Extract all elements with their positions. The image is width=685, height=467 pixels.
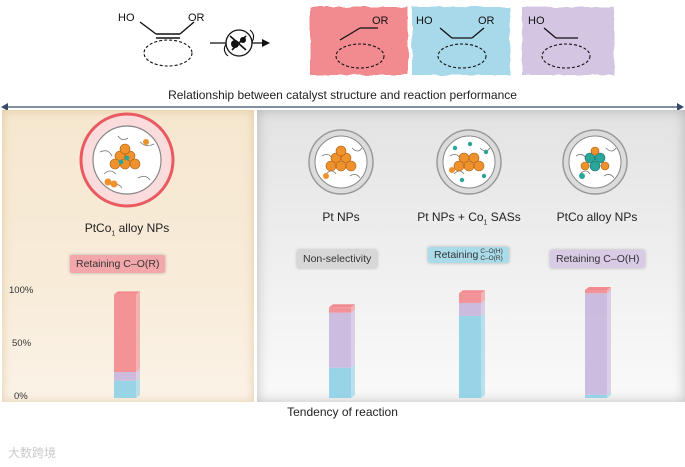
catalyst-label-ptco1: PtCo1 alloy NPs — [84, 221, 170, 238]
bar-segment-2-1 — [329, 367, 351, 398]
relation-title: Relationship between catalyst structure … — [168, 88, 517, 102]
product-2-ho: HO — [416, 15, 433, 27]
bar-segment-2-2 — [329, 312, 351, 368]
bar-side-2-3 — [351, 304, 355, 313]
product-1-or: OR — [372, 15, 389, 27]
bar-segment-1-1 — [114, 380, 136, 398]
tendency-title: Tendency of reaction — [287, 405, 398, 419]
bar-segment-3-2 — [459, 302, 481, 316]
catalyst-label-pt-co1-sas: Pt NPs + Co1 SASs — [417, 210, 521, 227]
bar-side-1-3 — [136, 291, 140, 373]
catalyst-label-ptco-alloy: PtCo alloy NPs — [556, 210, 638, 224]
catalyst-label-pt-nps: Pt NPs — [322, 210, 360, 224]
bar-cap-4 — [585, 287, 611, 290]
particle-ptco1 — [79, 112, 175, 208]
axis-tick-100: 100% — [9, 285, 34, 296]
reaction-scheme: HO OR OR HO OR HO — [118, 7, 614, 75]
bar-side-4-2 — [607, 290, 611, 395]
relation-double-arrow — [1, 103, 684, 111]
bar-side-2-1 — [351, 364, 355, 398]
reaction-arrow — [210, 29, 270, 57]
badge-retaining-co-r: Retaining C–O(R) — [70, 255, 166, 273]
bar-segment-3-3 — [459, 293, 481, 303]
badge-non-selectivity: Non-selectivity — [297, 250, 378, 268]
bar-side-3-2 — [481, 299, 485, 316]
axis-tick-50: 50% — [12, 338, 32, 349]
bar-cap-1 — [114, 291, 140, 295]
reactant-molecule: HO OR — [118, 12, 205, 67]
particle-ptco-alloy — [562, 129, 628, 195]
bar-side-3-1 — [481, 312, 485, 398]
bar-segment-4-1 — [585, 394, 607, 398]
bar-segment-4-2 — [585, 293, 607, 395]
bar-side-4-1 — [607, 391, 611, 398]
badge-retaining-mixed: Retaining C–O(H) C–O(R) — [428, 247, 509, 263]
bar-segment-4-3 — [585, 290, 607, 294]
bar-side-4-3 — [607, 287, 611, 294]
watermark: 大数跨境 — [8, 446, 57, 460]
bar-cap-3 — [459, 290, 485, 294]
bar-segment-3-1 — [459, 315, 481, 398]
axis-tick-0: 0% — [14, 391, 28, 402]
bar-segment-1-2 — [114, 372, 136, 381]
particle-pt-co1-sas — [436, 129, 502, 195]
product-3-ho: HO — [528, 15, 545, 27]
bar-side-2-2 — [351, 309, 355, 368]
bar-segment-2-3 — [329, 307, 351, 313]
reactant-or: OR — [188, 12, 205, 24]
selectivity-bar-chart — [114, 287, 611, 398]
bar-side-3-3 — [481, 290, 485, 303]
badge-retaining-co-h: Retaining C–O(H) — [550, 250, 646, 268]
product-box-3: HO — [522, 7, 614, 75]
catalyst-illustrations — [79, 112, 628, 208]
product-2-or: OR — [478, 15, 495, 27]
bar-side-1-2 — [136, 369, 140, 381]
product-box-2: HO OR — [412, 7, 510, 75]
bar-cap-2 — [329, 304, 355, 308]
bar-side-1-1 — [136, 377, 140, 398]
particle-pt-nps — [308, 129, 374, 195]
bar-segment-1-3 — [114, 294, 136, 373]
reactant-ho: HO — [118, 12, 135, 24]
product-box-1: OR — [310, 7, 408, 75]
